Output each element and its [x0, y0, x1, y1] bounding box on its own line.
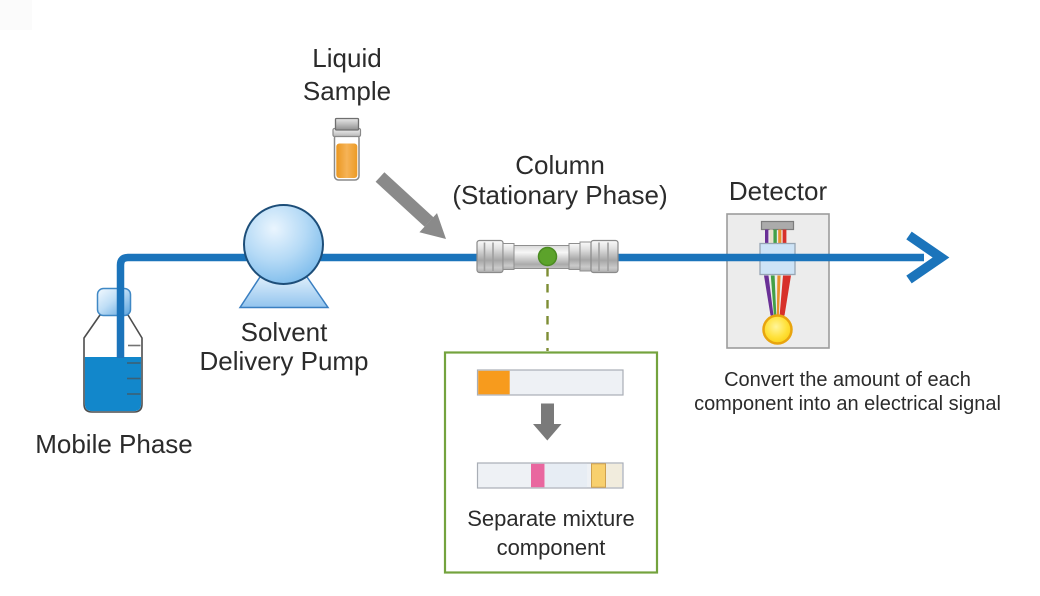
separated-band-yellow [591, 463, 606, 488]
separation-callout-box [443, 351, 659, 574]
light-beams-bottom [764, 275, 791, 316]
detector-icon [726, 213, 830, 349]
separation-arrow-icon [533, 403, 562, 441]
mobile-phase-bottle-icon [83, 287, 143, 413]
light-beams-top [765, 229, 787, 244]
flow-line-path [116, 253, 924, 358]
separated-band-pink [531, 463, 545, 488]
mobile-phase-label: Mobile Phase [35, 429, 193, 459]
separated-strip-icon [476, 462, 624, 489]
separation-caption: Separate mixture component [467, 506, 635, 560]
detector-slit-cap [760, 220, 795, 231]
detector-caption: Convert the amount of each component int… [694, 369, 1001, 416]
column-icon [476, 239, 619, 274]
vial-cap [334, 117, 360, 131]
detector-label: Detector [728, 176, 828, 206]
bottle-graduation-ticks [127, 344, 141, 395]
liquid-sample-label: Liquid Sample [302, 43, 392, 107]
flow-line-icon [116, 231, 950, 358]
flow-arrowhead-icon [906, 231, 950, 284]
injection-arrow-icon [375, 172, 446, 239]
solvent-pump-icon [238, 204, 330, 309]
bottle-liquid [84, 357, 142, 412]
vial-liquid [336, 143, 358, 178]
detector-lamp-icon [762, 314, 793, 345]
mixture-strip-icon [476, 369, 624, 396]
sample-dot-icon [537, 246, 558, 267]
corner-shade [0, 0, 32, 30]
solvent-delivery-pump-label: Solvent Delivery Pump [199, 317, 369, 377]
sample-vial-icon [332, 117, 362, 181]
column-label: Column (Stationary Phase) [452, 150, 668, 211]
mixture-band-orange [478, 370, 510, 395]
bottle-cap [96, 287, 132, 317]
pump-head [243, 204, 324, 285]
